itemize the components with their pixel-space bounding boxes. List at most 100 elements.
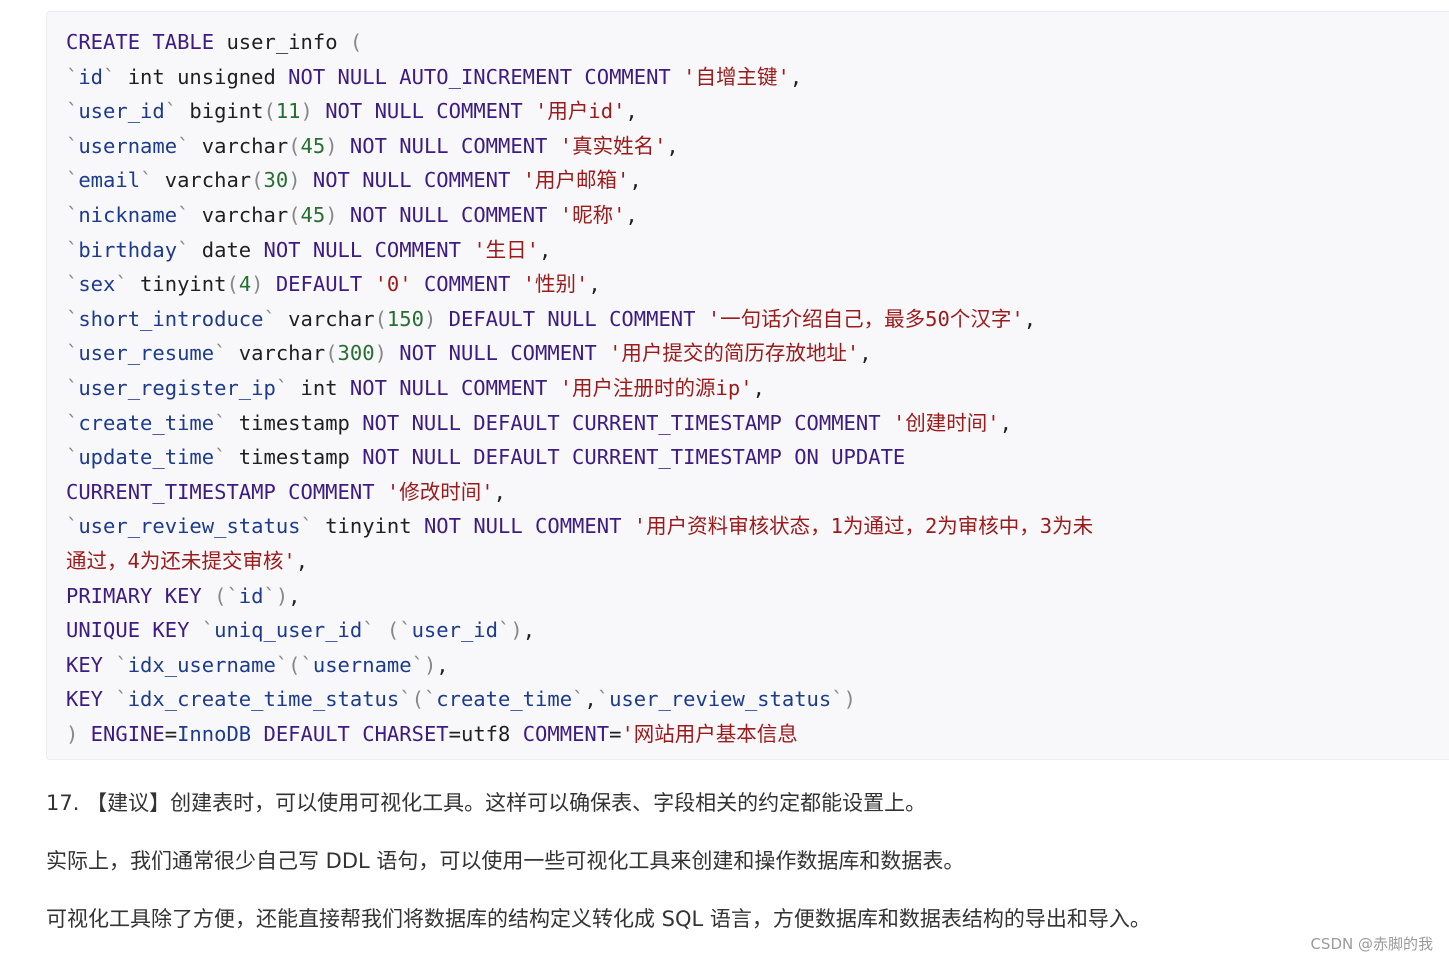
code-token-id: username (312, 652, 412, 677)
code-token-id: email (78, 168, 141, 193)
code-token-kw: NOT NULL COMMENT (386, 341, 610, 366)
code-token-punc: ` (115, 652, 128, 677)
code-token-plain: , (859, 341, 872, 366)
code-token-kw: NOT NULL COMMENT (263, 237, 474, 262)
code-token-str: '生日' (473, 237, 540, 262)
code-token-punc: ) (300, 99, 313, 124)
code-token-punc: ) (251, 272, 264, 297)
code-token-punc: ` (115, 687, 128, 712)
code-token-kw: ENGINE (78, 721, 165, 746)
code-token-plain: int unsigned (115, 64, 289, 89)
code-token-kw: COMMENT (522, 721, 610, 746)
code-token-punc: `(` (399, 687, 437, 712)
code-token-id: create_time (436, 687, 573, 712)
code-token-plain: varchar (275, 306, 375, 331)
code-line: KEY `idx_create_time_status`(`create_tim… (66, 682, 1093, 717)
code-token-plain: , (999, 410, 1012, 435)
code-token-plain: tinyint (127, 272, 227, 297)
code-token-punc: ` (177, 133, 190, 158)
code-token-id: user_id (411, 618, 498, 643)
code-token-kw: DEFAULT (263, 272, 375, 297)
code-token-str: '昵称' (559, 202, 626, 227)
code-token-str: '0' (374, 272, 412, 297)
code-line: `sex` tinyint(4) DEFAULT '0' COMMENT '性别… (66, 267, 1093, 302)
code-line: `username` varchar(45) NOT NULL COMMENT … (66, 129, 1093, 164)
code-line: CURRENT_TIMESTAMP COMMENT '修改时间', (66, 475, 1093, 510)
code-token-id: uniq_user_id (214, 618, 363, 643)
code-token-num: 30 (263, 168, 289, 193)
code-line: UNIQUE KEY `uniq_user_id` (`user_id`), (66, 613, 1093, 648)
code-token-plain: varchar (189, 133, 289, 158)
code-token-punc: ` (214, 341, 227, 366)
code-token-id: user_register_ip (78, 375, 276, 400)
code-line: `user_register_ip` int NOT NULL COMMENT … (66, 371, 1093, 406)
code-token-punc: ` (596, 687, 610, 712)
code-token-plain: , (625, 202, 638, 227)
code-token-id: short_introduce (78, 306, 264, 331)
code-line: `update_time` timestamp NOT NULL DEFAULT… (66, 440, 1093, 475)
code-token-plain: varchar (152, 168, 252, 193)
code-token-punc: `) (263, 583, 289, 608)
code-token-plain: , (625, 99, 638, 124)
code-token-punc: ` (140, 168, 153, 193)
code-line: `id` int unsigned NOT NULL AUTO_INCREMEN… (66, 60, 1093, 95)
code-token-punc: ( (251, 168, 264, 193)
code-token-id: id (78, 64, 104, 89)
code-token-punc: ( (263, 99, 276, 124)
code-token-plain: bigint (177, 99, 264, 124)
code-token-punc: ( (226, 272, 239, 297)
sql-code-block: CREATE TABLE user_info (`id` int unsigne… (46, 11, 1449, 760)
code-line: `user_resume` varchar(300) NOT NULL COMM… (66, 336, 1093, 371)
code-token-plain: = (609, 721, 622, 746)
code-token-punc: (` (386, 618, 412, 643)
code-token-id: user_review_status (609, 687, 832, 712)
code-token-plain: varchar (189, 202, 289, 227)
code-token-kw: DEFAULT NULL COMMENT (436, 306, 708, 331)
code-token-punc: ) (374, 341, 387, 366)
code-token-punc: ` (66, 202, 79, 227)
code-token-kw: NOT NULL DEFAULT CURRENT_TIMESTAMP ON UP… (362, 445, 906, 470)
code-token-punc: ` (66, 410, 79, 435)
code-token-plain: =utf8 (448, 721, 523, 746)
code-token-num: 4 (238, 272, 252, 297)
code-line: `nickname` varchar(45) NOT NULL COMMENT … (66, 198, 1093, 233)
code-token-kw: KEY (66, 652, 116, 677)
code-token-punc: `) (498, 618, 523, 643)
code-token-punc: ` (66, 306, 79, 331)
code-token-punc: ( (374, 306, 387, 331)
code-token-plain: , (629, 168, 642, 193)
code-token-kw: NOT NULL COMMENT (337, 133, 560, 158)
code-token-kw: CURRENT_TIMESTAMP COMMENT (66, 479, 387, 504)
code-token-punc: (` (214, 583, 239, 608)
code-line: KEY `idx_username`(`username`), (66, 648, 1093, 683)
paragraph-ddl: 实际上，我们通常很少自己写 DDL 语句，可以使用一些可视化工具来创建和操作数据… (46, 849, 965, 873)
code-token-plain: , (1023, 306, 1037, 331)
code-line: `short_introduce` varchar(150) DEFAULT N… (66, 302, 1093, 337)
code-token-plain: , (295, 548, 309, 573)
code-line: `user_id` bigint(11) NOT NULL COMMENT '用… (66, 94, 1093, 129)
code-token-id: user_resume (78, 341, 215, 366)
code-token-punc: ` (115, 272, 128, 297)
code-token-kw: KEY (66, 687, 116, 712)
code-token-id: InnoDB (177, 721, 252, 746)
code-token-kw: COMMENT (411, 272, 523, 297)
code-token-kw: NOT NULL COMMENT (312, 99, 536, 124)
code-token-punc: ` (66, 514, 79, 539)
code-token-punc: ) (423, 306, 437, 331)
code-token-kw: NOT NULL DEFAULT CURRENT_TIMESTAMP COMME… (362, 410, 893, 435)
code-token-kw: NOT NULL COMMENT (300, 168, 523, 193)
code-token-plain: , (539, 237, 552, 262)
code-line: `email` varchar(30) NOT NULL COMMENT '用户… (66, 163, 1093, 198)
code-token-str: '性别' (522, 272, 589, 297)
code-token-id: idx_username (127, 652, 276, 677)
code-token-punc: ` (103, 64, 116, 89)
code-line: `birthday` date NOT NULL COMMENT '生日', (66, 233, 1093, 268)
code-token-punc: ` (66, 375, 79, 400)
code-token-kw: NOT NULL COMMENT (349, 375, 560, 400)
code-token-plain: int (288, 375, 350, 400)
code-token-punc: ( (325, 341, 338, 366)
code-token-plain: timestamp (226, 410, 363, 435)
code-token-str: '用户邮箱' (522, 168, 630, 193)
code-line: 通过，4为还未提交审核', (66, 544, 1093, 579)
code-token-str: '一句话介绍自己，最多50个汉字' (707, 306, 1024, 331)
